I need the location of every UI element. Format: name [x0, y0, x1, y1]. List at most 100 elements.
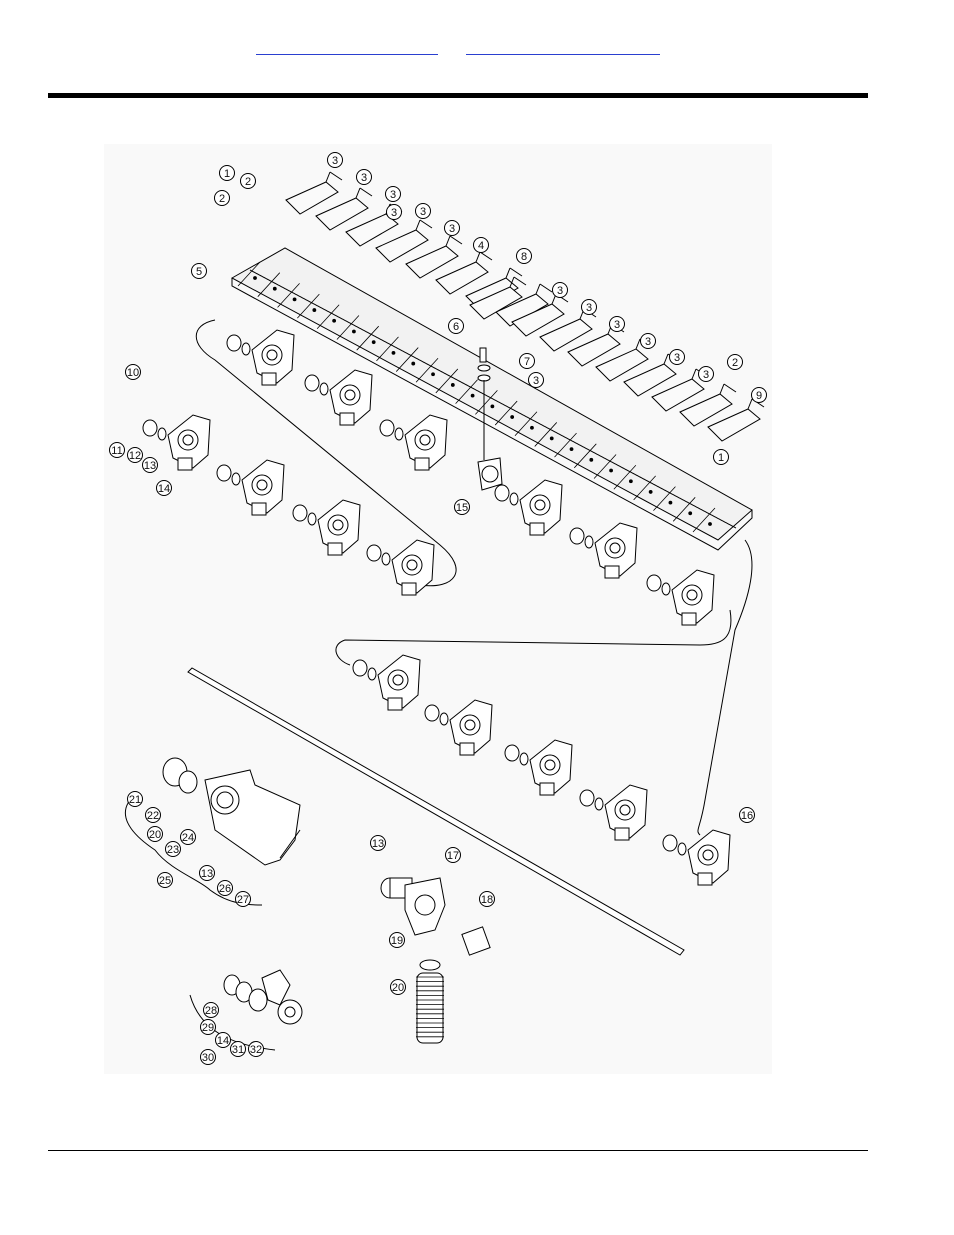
scraper-edge [748, 399, 752, 409]
callout-label: 6 [453, 321, 459, 333]
row-unit-spout [415, 458, 429, 470]
callout-label: 23 [167, 844, 179, 856]
callout-balloon: 16 [740, 808, 755, 823]
row-unit-washer [662, 583, 670, 595]
row-unit [217, 460, 284, 515]
callout-label: 1 [224, 168, 230, 180]
row-unit-hub [545, 760, 555, 770]
callout-balloon: 5 [192, 264, 207, 279]
callout-label: 3 [361, 172, 367, 184]
row-unit-washer [440, 713, 448, 725]
row-unit-washer [382, 553, 390, 565]
callout-balloon: 3 [386, 187, 401, 202]
row-unit [647, 570, 714, 625]
trough-hole [333, 319, 336, 322]
trough-hole [669, 501, 672, 504]
scraper-edge [664, 354, 668, 364]
row-unit [495, 480, 562, 535]
callout-label: 17 [447, 850, 459, 862]
callout-label: 9 [756, 390, 762, 402]
scraper-edge [514, 277, 526, 285]
trough-hole [590, 458, 593, 461]
row-unit-washer [320, 383, 328, 395]
callout-balloon: 32 [249, 1042, 264, 1057]
callout-label: 14 [217, 1035, 229, 1047]
callout-balloon: 27 [236, 892, 251, 907]
trough-hole [372, 341, 375, 344]
row-unit-spout [540, 783, 554, 795]
row-unit-washer [242, 343, 250, 355]
callout-label: 14 [158, 483, 170, 495]
row-unit-spout [698, 873, 712, 885]
trough-hole [432, 373, 435, 376]
row-unit-spacer [305, 375, 319, 391]
row-unit-spacer [663, 835, 677, 851]
callout-balloon: 3 [582, 300, 597, 315]
scraper-edge [356, 188, 360, 198]
callout-label: 10 [127, 367, 139, 379]
callout-label: 26 [219, 883, 231, 895]
callout-balloon: 6 [449, 319, 464, 334]
row-unit-spout [605, 566, 619, 578]
row-unit-hub [465, 720, 475, 730]
callout-balloon: 19 [390, 933, 405, 948]
callout-balloon: 13 [143, 458, 158, 473]
callout-balloon: 3 [699, 367, 714, 382]
trough-hole [254, 277, 257, 280]
trough-hole [511, 416, 514, 419]
scraper-edge [330, 172, 342, 180]
callout-label: 15 [456, 502, 468, 514]
callout-balloon: 24 [181, 830, 196, 845]
callout-label: 29 [202, 1022, 214, 1034]
callout-label: 11 [111, 445, 122, 457]
callout-label: 5 [196, 266, 202, 278]
trough-hole [610, 469, 613, 472]
callout-label: 32 [250, 1044, 262, 1056]
callout-label: 21 [129, 794, 141, 806]
callout-label: 7 [524, 356, 530, 368]
trough-hole [293, 298, 296, 301]
row-unit-spacer [367, 545, 381, 561]
callout-balloon: 20 [391, 980, 406, 995]
scraper-edge [510, 268, 522, 276]
row-unit [505, 740, 572, 795]
row-unit [580, 785, 647, 840]
callout-balloon: 20 [148, 827, 163, 842]
trough-hole [629, 480, 632, 483]
row-unit-washer [368, 668, 376, 680]
row-unit-spacer [353, 660, 367, 676]
trough-hole [392, 351, 395, 354]
row-unit-hub [393, 675, 403, 685]
trough-hole [491, 405, 494, 408]
callout-label: 27 [237, 894, 249, 906]
row-unit-hub [407, 560, 417, 570]
scraper-edge [636, 339, 640, 349]
row-unit-washer [510, 493, 518, 505]
callout-balloon: 21 [128, 792, 143, 807]
callout-label: 3 [586, 302, 592, 314]
row-unit [353, 655, 420, 710]
scraper-edge [326, 172, 330, 182]
callout-balloon: 3 [445, 221, 460, 236]
callout-balloon: 29 [201, 1020, 216, 1035]
callout-label: 18 [481, 894, 493, 906]
scraper-edge [446, 236, 450, 246]
callout-label: 25 [159, 875, 171, 887]
callout-balloon: 3 [553, 283, 568, 298]
callout-balloon: 4 [474, 238, 489, 253]
row-unit-washer [395, 428, 403, 440]
footer-rule [48, 1150, 868, 1151]
row-unit-hub [703, 850, 713, 860]
row-unit-spacer [380, 420, 394, 436]
callout-label: 1 [718, 452, 724, 464]
callout-label: 3 [332, 155, 338, 167]
row-unit-hub [267, 350, 277, 360]
callout-balloon: 18 [480, 892, 495, 907]
row-unit [293, 500, 360, 555]
callout-label: 3 [420, 206, 426, 218]
row-unit-hub [535, 500, 545, 510]
row-unit-spout [682, 613, 696, 625]
callout-label: 24 [182, 832, 194, 844]
callout-balloon: 3 [387, 205, 402, 220]
row-unit-spout [460, 743, 474, 755]
